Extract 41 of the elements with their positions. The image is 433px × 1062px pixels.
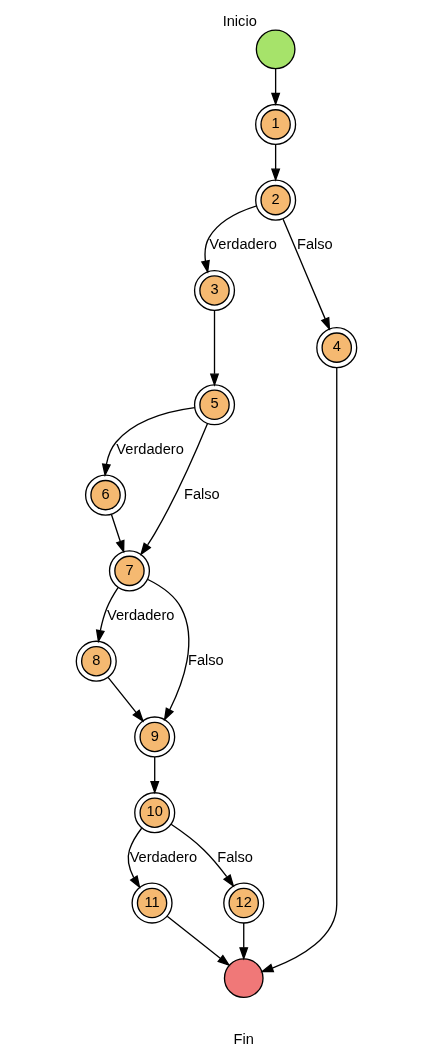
edge-label: Verdadero — [116, 440, 184, 457]
node-circle — [255, 29, 296, 70]
edge-label: Verdadero — [129, 848, 198, 865]
arrow — [270, 68, 281, 107]
arrow — [270, 143, 281, 182]
arrow — [170, 823, 235, 888]
edge-label: Falso — [296, 236, 333, 253]
arrow — [200, 205, 257, 274]
node-label: Inicio — [222, 12, 257, 29]
arrow — [110, 513, 125, 554]
edge-label: Verdadero — [107, 606, 175, 623]
arrow — [209, 310, 220, 387]
arrow — [150, 756, 160, 795]
arrow — [147, 578, 190, 722]
node-circle: 5 — [193, 384, 236, 426]
arrow — [101, 407, 196, 478]
node-circle: 6 — [84, 474, 127, 516]
arrow — [107, 676, 145, 723]
node-circle: 7 — [108, 550, 151, 592]
node-label: Fin — [233, 1031, 254, 1048]
node-circle: 4 — [316, 327, 358, 369]
arrow — [127, 827, 143, 889]
arrow — [166, 915, 231, 967]
arrow — [239, 922, 249, 961]
arrow — [282, 218, 331, 331]
node-circle: 10 — [134, 792, 176, 834]
edge-label: Falso — [188, 651, 224, 668]
edge-label: Falso — [217, 848, 253, 865]
edge-label: Falso — [184, 485, 220, 502]
node-circle — [223, 958, 264, 999]
arrow — [139, 422, 209, 556]
arrow — [95, 586, 119, 644]
edge-label: Verdadero — [209, 236, 277, 253]
node-circle: 2 — [255, 179, 297, 221]
node-circle: 3 — [193, 269, 236, 312]
node-circle: 12 — [223, 882, 265, 924]
node-circle: 9 — [134, 716, 176, 758]
node-circle: 8 — [75, 640, 117, 682]
node-circle: 11 — [131, 882, 173, 924]
node-circle: 1 — [255, 103, 297, 145]
arrow — [260, 367, 338, 973]
